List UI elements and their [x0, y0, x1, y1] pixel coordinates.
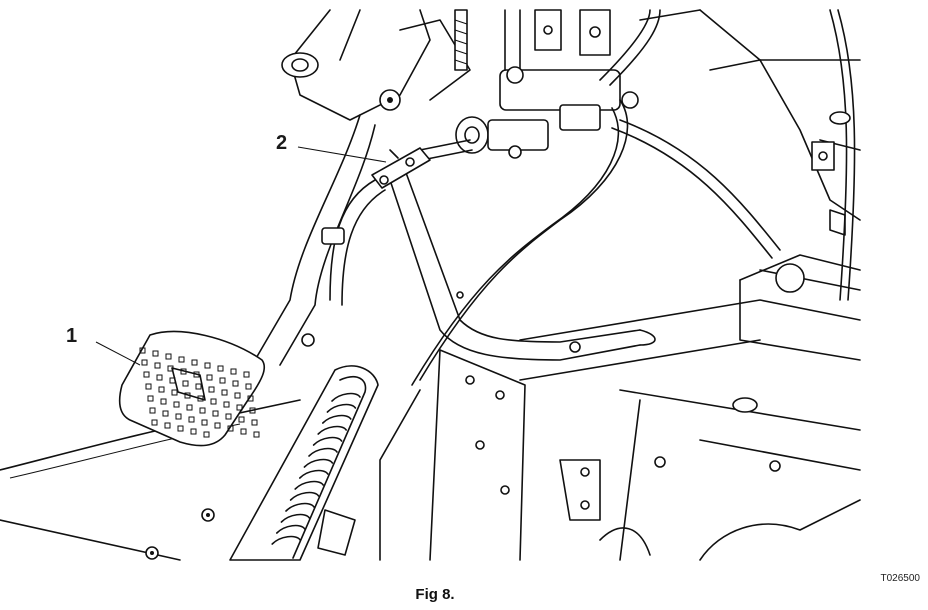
pedal-rib	[289, 491, 320, 501]
tread-square	[251, 419, 258, 426]
support-tube	[389, 169, 656, 361]
tread-square	[208, 386, 215, 393]
tread-square	[219, 377, 226, 384]
callout-number-clevis: 2	[276, 132, 288, 154]
tread-square	[190, 428, 197, 435]
pedal-rib	[303, 458, 334, 468]
pedal-rib	[294, 480, 324, 490]
tread-square	[230, 368, 237, 375]
brake-pedal-pad	[118, 330, 266, 447]
tread-square	[164, 422, 171, 429]
tread-square	[206, 374, 213, 381]
tread-square	[249, 407, 256, 414]
tread-square	[240, 428, 247, 435]
leader-line-1	[95, 341, 141, 366]
mounting-bracket	[379, 349, 526, 561]
tread-square	[175, 413, 182, 420]
pedal-rib	[326, 403, 357, 413]
tread-square	[171, 389, 178, 396]
pedal-rib	[331, 392, 361, 402]
tread-square	[201, 419, 208, 426]
tread-square	[152, 350, 159, 357]
pedal-rib	[271, 535, 301, 545]
tread-square	[203, 431, 210, 438]
pedal-rib	[317, 425, 347, 435]
tread-square	[182, 380, 189, 387]
pedal-assembly-drawing	[0, 9, 861, 561]
hydraulic-lines	[411, 9, 856, 386]
tread-square	[149, 407, 156, 414]
tread-square	[165, 353, 172, 360]
tread-square	[245, 383, 252, 390]
tread-square	[162, 410, 169, 417]
linkage-clevis	[371, 147, 431, 189]
tread-square	[236, 404, 243, 411]
master-cylinder	[455, 9, 639, 159]
tread-square	[141, 359, 148, 366]
tread-square	[212, 410, 219, 417]
tread-square	[195, 383, 202, 390]
tread-square	[232, 380, 239, 387]
tread-square	[199, 407, 206, 414]
tread-square	[147, 395, 154, 402]
drawing-reference-code: T026500	[880, 573, 920, 584]
tread-square	[139, 347, 146, 354]
chassis-frame	[519, 9, 861, 561]
tread-square	[177, 425, 184, 432]
tread-square	[186, 404, 193, 411]
pedal-arm	[254, 114, 386, 366]
tread-square	[243, 371, 250, 378]
tread-square	[154, 362, 161, 369]
pedal-pivot-housing	[281, 9, 471, 121]
pedal-rib	[280, 513, 311, 523]
tread-square	[210, 398, 217, 405]
tread-square	[151, 419, 158, 426]
accelerator-pedal	[229, 365, 379, 561]
tread-square	[223, 401, 230, 408]
figure-caption: Fig 8.	[415, 586, 455, 603]
tread-square	[217, 365, 224, 372]
tread-square	[225, 413, 232, 420]
tread-square	[221, 389, 228, 396]
tread-square	[204, 362, 211, 369]
tread-square	[145, 383, 152, 390]
callout-number-pedal: 1	[66, 325, 78, 347]
tread-square	[156, 374, 163, 381]
tread-square	[143, 371, 150, 378]
tread-square	[178, 356, 185, 363]
tread-square	[227, 425, 234, 432]
tread-square	[158, 386, 165, 393]
tread-square	[238, 416, 245, 423]
pedal-rib	[312, 436, 343, 446]
tread-square	[188, 416, 195, 423]
tread-square	[247, 395, 254, 402]
pedal-rib	[285, 502, 315, 512]
pedal-rib	[322, 414, 352, 424]
pushrod	[419, 139, 473, 161]
pedal-rib	[299, 469, 329, 479]
pedal-rib	[276, 524, 306, 534]
tread-square	[160, 398, 167, 405]
tread-square	[253, 431, 260, 438]
tread-square	[234, 392, 241, 399]
leader-line-2	[297, 146, 387, 163]
tread-square	[214, 422, 221, 429]
pedal-rib	[308, 447, 338, 457]
tread-square	[173, 401, 180, 408]
tread-square	[191, 359, 198, 366]
